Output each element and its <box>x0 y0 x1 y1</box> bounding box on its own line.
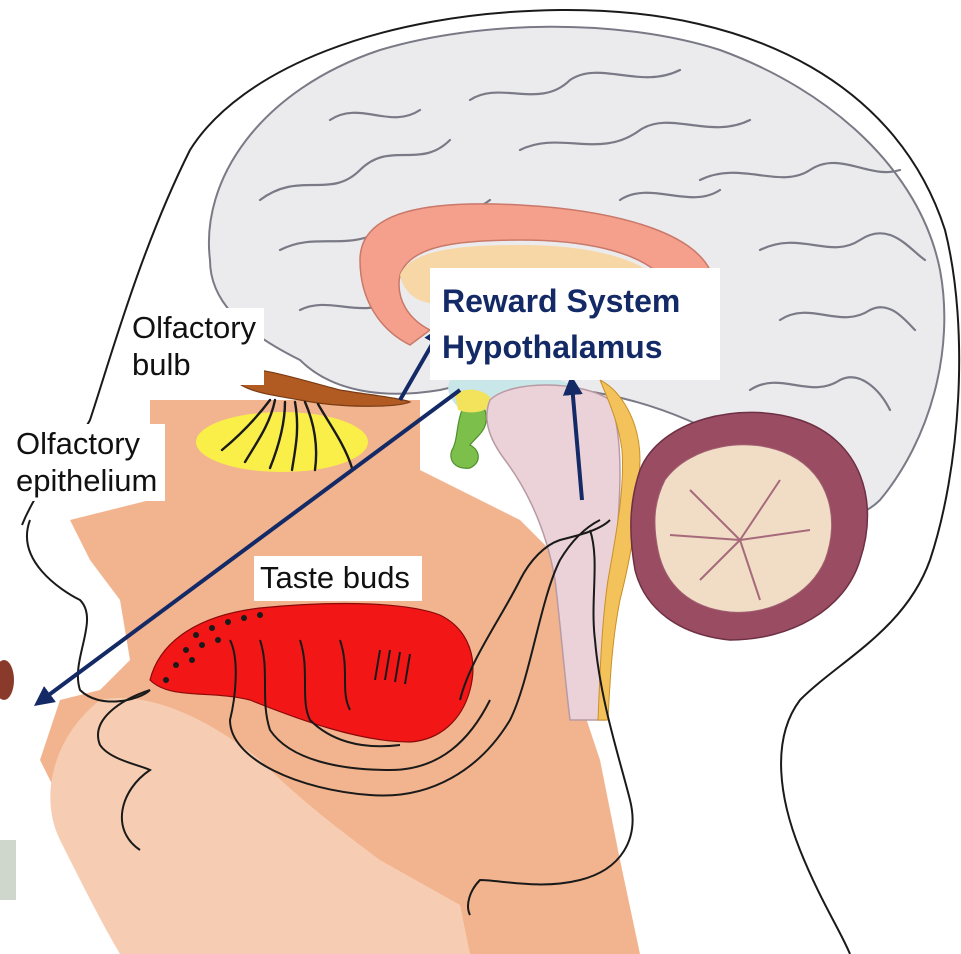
label-hypothalamus: Hypothalamus <box>442 324 720 370</box>
label-taste-buds: Taste buds <box>254 556 422 601</box>
label-reward-system: Reward System <box>442 278 720 324</box>
label-olfactory-epithelium-line2: epithelium <box>16 463 157 500</box>
pituitary-gland <box>451 404 486 469</box>
label-reward-hypothalamus: Reward System Hypothalamus <box>430 268 720 380</box>
label-olfactory-bulb-line2: bulb <box>132 347 256 384</box>
label-olfactory-epithelium: Olfactory epithelium <box>12 424 165 501</box>
fork <box>0 840 16 900</box>
cerebellum-inner <box>655 445 832 612</box>
olfactory-epithelium-region <box>196 412 368 472</box>
label-olfactory-bulb: Olfactory bulb <box>128 308 264 385</box>
food-item <box>0 660 14 700</box>
label-olfactory-bulb-line1: Olfactory <box>132 310 256 347</box>
label-olfactory-epithelium-line1: Olfactory <box>16 426 157 463</box>
